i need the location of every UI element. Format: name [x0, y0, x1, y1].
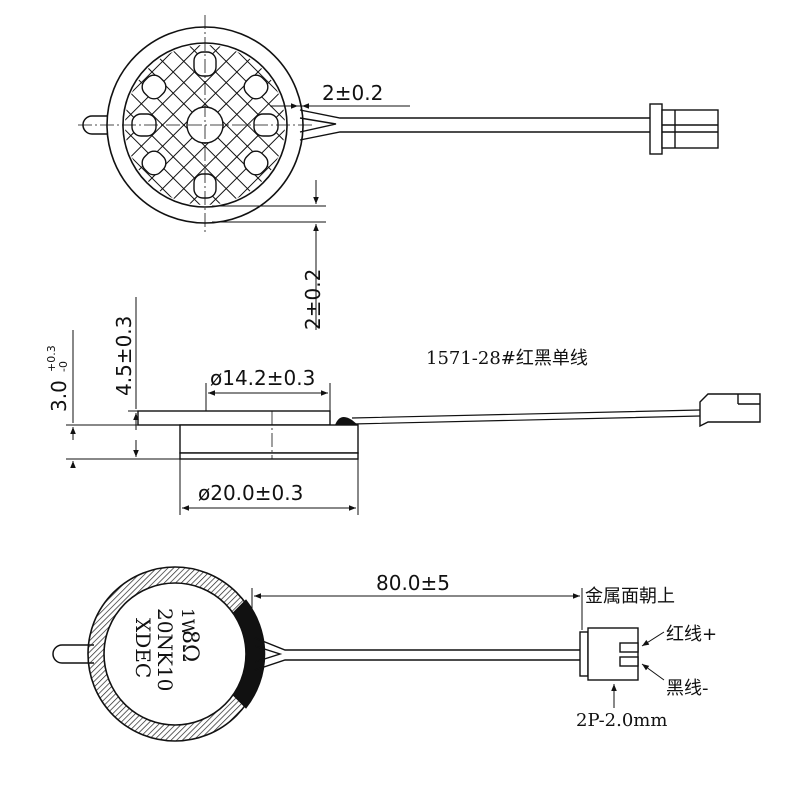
black-wire-label: 黑线-	[666, 678, 709, 699]
side-view: 1571-28#红黑单线 ø14.2±0.3 ø20.0±0.3 4.5±0.3…	[45, 297, 761, 515]
marking-power: 1W	[177, 608, 197, 637]
marking-impedance: 8Ω	[177, 630, 202, 662]
top-connector	[649, 103, 719, 155]
top-view: 2±0.2 2±0.2	[78, 15, 719, 330]
side-dim-height-tol-lower: -0	[57, 361, 70, 372]
bottom-tab	[52, 644, 94, 664]
side-dim-total-height: 4.5±0.3	[112, 316, 136, 396]
connector-spec: 2P-2.0mm	[576, 710, 667, 731]
top-dim-wire-offset: 2±0.2	[322, 81, 383, 105]
marking-model: 20NK10	[153, 608, 177, 691]
bottom-wire	[254, 637, 580, 671]
side-dim-height-main: 3.0	[47, 380, 71, 412]
side-base	[179, 452, 359, 460]
bottom-view: XDEC 20NK10 8Ω 1W 80.0±5 金属面朝上 红线+ 黑线- 2…	[52, 566, 717, 742]
side-solder-blob	[335, 416, 358, 425]
side-wire	[351, 409, 701, 425]
face-note: 金属面朝上	[585, 586, 675, 607]
side-connector	[699, 393, 761, 428]
red-wire-label: 红线+	[666, 624, 717, 645]
bottom-markings: XDEC 20NK10 8Ω 1W	[131, 608, 202, 691]
side-dim-inner-diameter: ø14.2±0.3	[210, 366, 315, 390]
side-dim-height-tol-upper: +0.3	[45, 345, 58, 372]
top-dim-rim-gap: 2±0.2	[301, 269, 325, 330]
bottom-terminal-pad	[232, 599, 266, 709]
model-label: 1571-28#红黑单线	[426, 348, 588, 369]
marking-brand: XDEC	[131, 618, 155, 678]
top-wire	[299, 109, 650, 141]
side-cone	[137, 410, 331, 426]
side-dim-outer-diameter: ø20.0±0.3	[198, 481, 303, 505]
bottom-dim-wire-length: 80.0±5	[376, 571, 450, 595]
side-frame	[179, 424, 359, 454]
bottom-connector	[579, 627, 639, 681]
